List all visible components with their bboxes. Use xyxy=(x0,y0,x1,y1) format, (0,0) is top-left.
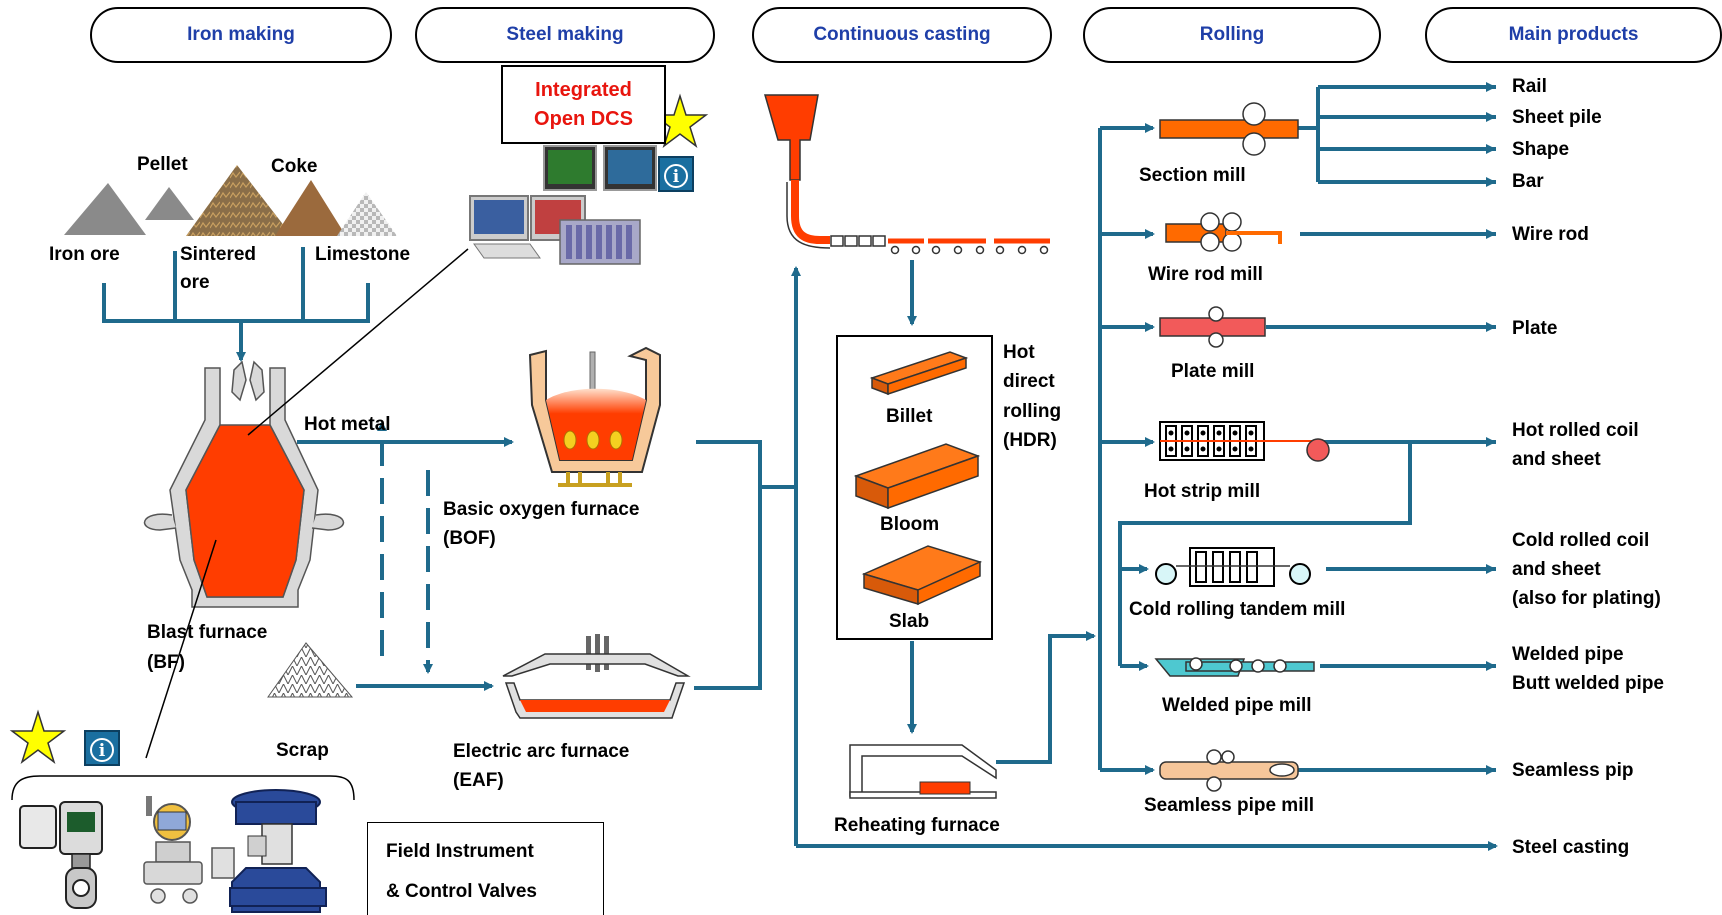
label-reheating-furnace: Reheating furnace xyxy=(834,815,1000,836)
product-arrowheads xyxy=(1480,82,1496,775)
sintered-ore-pile xyxy=(186,165,292,236)
product-cold-coil-1: Cold rolled coil xyxy=(1512,530,1650,551)
label-welded-pipe-mill: Welded pipe mill xyxy=(1162,695,1312,716)
continuous-caster xyxy=(764,94,1050,255)
label-blast-furnace-2: (BF) xyxy=(147,652,185,673)
header-rolling: Rolling xyxy=(1083,7,1381,63)
section-mill xyxy=(1159,102,1299,156)
product-plate: Plate xyxy=(1512,318,1558,339)
dcs-line-2: Open DCS xyxy=(534,108,633,130)
header-main-products: Main products xyxy=(1425,7,1722,63)
label-blast-furnace-1: Blast furnace xyxy=(147,622,268,643)
product-steel-casting: Steel casting xyxy=(1512,837,1630,858)
slab-shape xyxy=(861,545,983,606)
pellet-pile xyxy=(145,187,194,220)
label-hdr-2: direct xyxy=(1003,371,1055,392)
label-coke: Coke xyxy=(271,156,318,177)
hot-strip-mill xyxy=(1159,421,1330,462)
label-eaf-1: Electric arc furnace xyxy=(453,741,630,762)
limestone-pile xyxy=(337,192,397,236)
product-wire-rod: Wire rod xyxy=(1512,224,1589,245)
bloom-shape xyxy=(853,443,981,510)
product-hot-coil-2: and sheet xyxy=(1512,449,1601,470)
dcs-line-1: Integrated xyxy=(535,79,632,101)
field-instrument-box: Field Instrument & Control Valves xyxy=(367,822,604,915)
label-bof-2: (BOF) xyxy=(443,528,496,549)
label-billet: Billet xyxy=(886,406,933,427)
header-continuous-casting: Continuous casting xyxy=(752,7,1052,63)
label-iron-ore: Iron ore xyxy=(49,244,120,265)
product-welded-pipe-2: Butt welded pipe xyxy=(1512,673,1664,694)
reheating-furnace xyxy=(849,744,997,799)
info-icon-glyph: i xyxy=(90,738,114,762)
seamless-pipe-mill xyxy=(1159,749,1299,792)
label-hdr-1: Hot xyxy=(1003,342,1035,363)
label-pellet: Pellet xyxy=(137,154,188,175)
field-line-1: Field Instrument xyxy=(386,841,534,862)
product-seamless-pipe: Seamless pip xyxy=(1512,760,1634,781)
label-eaf-2: (EAF) xyxy=(453,770,504,791)
flow-meter-icon xyxy=(19,801,103,909)
wire-rod-mill xyxy=(1165,212,1282,252)
label-section-mill: Section mill xyxy=(1139,165,1246,186)
info-icon[interactable]: i xyxy=(658,156,694,192)
welded-pipe-mill xyxy=(1154,657,1315,677)
label-seamless-pipe-mill: Seamless pipe mill xyxy=(1144,795,1315,816)
label-hot-metal: Hot metal xyxy=(304,414,391,435)
star-icon xyxy=(9,709,67,765)
label-hdr-4: (HDR) xyxy=(1003,430,1057,451)
coke-pile xyxy=(275,180,346,236)
label-slab: Slab xyxy=(889,611,930,632)
product-cold-coil-2: and sheet xyxy=(1512,559,1601,580)
label-plate-mill: Plate mill xyxy=(1171,361,1255,382)
info-icon-glyph: i xyxy=(664,164,688,188)
product-sheet-pile: Sheet pile xyxy=(1512,107,1602,128)
basic-oxygen-furnace xyxy=(528,346,661,487)
raw-material-collector xyxy=(102,247,370,362)
product-cold-coil-3: (also for plating) xyxy=(1512,588,1661,609)
product-bar: Bar xyxy=(1512,171,1544,192)
product-rail: Rail xyxy=(1512,76,1547,97)
field-pointer-line xyxy=(145,539,217,759)
scrap-pile xyxy=(267,642,354,698)
label-hdr-3: rolling xyxy=(1003,401,1062,422)
label-wire-rod-mill: Wire rod mill xyxy=(1148,264,1263,285)
dcs-box: Integrated Open DCS xyxy=(501,65,666,144)
label-hot-strip-mill: Hot strip mill xyxy=(1144,481,1261,502)
cold-tandem-mill xyxy=(1155,547,1311,587)
pressure-transmitter-icon xyxy=(143,796,235,904)
label-limestone: Limestone xyxy=(315,244,411,265)
raw-material-piles xyxy=(64,165,397,236)
product-welded-pipe-1: Welded pipe xyxy=(1512,644,1624,665)
label-bof-1: Basic oxygen furnace xyxy=(443,499,640,520)
iron-ore-pile xyxy=(64,183,146,235)
electric-arc-furnace xyxy=(502,634,691,719)
product-shape: Shape xyxy=(1512,139,1570,160)
casting-flows xyxy=(791,260,1498,851)
header-iron-making: Iron making xyxy=(90,7,392,63)
header-steel-making: Steel making xyxy=(415,7,715,63)
blast-furnace xyxy=(143,360,345,608)
steelmaking-flows xyxy=(297,421,796,691)
dcs-workstation xyxy=(469,145,657,265)
billet-shape xyxy=(869,351,969,396)
info-icon[interactable]: i xyxy=(84,730,120,766)
label-bloom: Bloom xyxy=(880,514,940,535)
product-hot-coil-1: Hot rolled coil xyxy=(1512,420,1639,441)
plate-mill xyxy=(1159,306,1266,348)
label-scrap: Scrap xyxy=(276,740,329,761)
field-bracket xyxy=(11,775,355,801)
rolling-flows xyxy=(996,85,1496,775)
control-valve-icon xyxy=(229,789,327,913)
label-sintered-ore-1: Sintered xyxy=(180,244,257,265)
field-line-2: & Control Valves xyxy=(386,881,537,902)
label-sintered-ore-2: ore xyxy=(180,272,210,293)
dcs-pointer-line xyxy=(247,248,469,436)
label-cold-tandem-mill: Cold rolling tandem mill xyxy=(1129,599,1346,620)
